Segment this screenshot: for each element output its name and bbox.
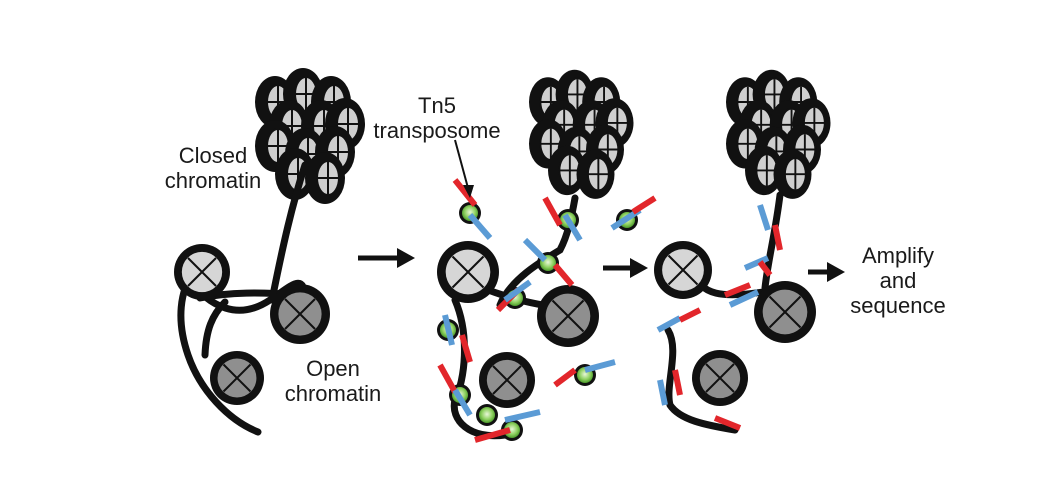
adapter-bar [522, 237, 548, 263]
adapter-bar [743, 255, 770, 271]
closed-chromatin-cluster [529, 69, 634, 199]
adapter-bar [728, 289, 760, 308]
pointer-arrow-icon [454, 139, 474, 198]
adapter-bar [442, 314, 455, 346]
adapter-bar [503, 279, 532, 303]
arrow-right-icon [358, 248, 415, 268]
arrow-right-icon [808, 262, 845, 282]
adapter-bar [452, 388, 473, 417]
pointer-shaft [454, 139, 469, 189]
nucleosome-icon [754, 281, 816, 343]
adapter-bar [584, 359, 616, 373]
closed-chromatin-cluster [726, 69, 831, 199]
adapter-fragments [437, 178, 783, 443]
nucleosome-icon [437, 241, 499, 303]
adapter-bar [713, 415, 742, 431]
adapter-bar [562, 213, 583, 242]
arrow-head [827, 262, 845, 282]
adapter-bar [542, 196, 563, 227]
arrow-head [397, 248, 415, 268]
nucleosome-cross [284, 298, 316, 330]
adapter-bar [459, 334, 473, 363]
nucleosome-icon [479, 352, 535, 408]
closed-chromatin-cluster [255, 68, 365, 204]
nucleosome-cross [705, 363, 735, 393]
arrow-head [630, 258, 648, 278]
open-nucleosomes [174, 241, 816, 408]
dna-strand [268, 161, 309, 304]
adapter-bar [657, 379, 668, 406]
adapter-bar [504, 409, 541, 423]
adapter-bar [437, 363, 458, 394]
nucleosome-icon [174, 244, 230, 300]
nucleosome-icon [210, 351, 264, 405]
adapter-bar [452, 178, 478, 207]
adapter-bar [656, 315, 682, 333]
closed-chromatin-clusters [255, 68, 831, 204]
nucleosome-cross [187, 257, 217, 287]
arrow-right-icon [603, 258, 648, 278]
adapter-bar [467, 213, 493, 240]
pointer-head [463, 185, 474, 198]
nucleosome-icon [537, 285, 599, 347]
tn5-transposome-icon [476, 404, 498, 426]
label-closed-chromatin: Closed chromatin [164, 143, 262, 193]
label-tn5-transposome: Tn5 transposome [373, 93, 501, 143]
label-open-chromatin: Open chromatin [284, 356, 382, 406]
adapter-bar [553, 367, 577, 388]
process-arrows [358, 139, 845, 282]
adapter-bar [772, 224, 783, 251]
dna-strand [201, 298, 229, 359]
adapter-bar [631, 195, 657, 215]
nucleosome-cross [667, 254, 699, 286]
tn5-core [504, 422, 520, 438]
nucleosome-cross [492, 365, 522, 395]
nucleosome-icon [654, 241, 712, 299]
nucleosome-cross [451, 255, 485, 289]
adapter-bar [552, 263, 575, 287]
label-amplify-and-sequence: Amplify and sequence [850, 243, 946, 318]
nucleosome-icon [270, 284, 330, 344]
dna-strand [761, 191, 784, 292]
adapter-bar [672, 369, 683, 396]
nucleosome-icon [692, 350, 748, 406]
dna-strand [664, 326, 739, 434]
adapter-bar [757, 204, 771, 231]
adapter-bar [678, 307, 702, 323]
nucleosome-cross [768, 295, 802, 329]
nucleosome-cross [222, 363, 252, 393]
adapter-bar [723, 282, 752, 298]
nucleosome-cross [551, 299, 585, 333]
adapter-bar [757, 260, 773, 277]
tn5-core [479, 407, 495, 423]
adapter-bar [474, 427, 511, 443]
tn5-transposome-icon [501, 419, 523, 441]
